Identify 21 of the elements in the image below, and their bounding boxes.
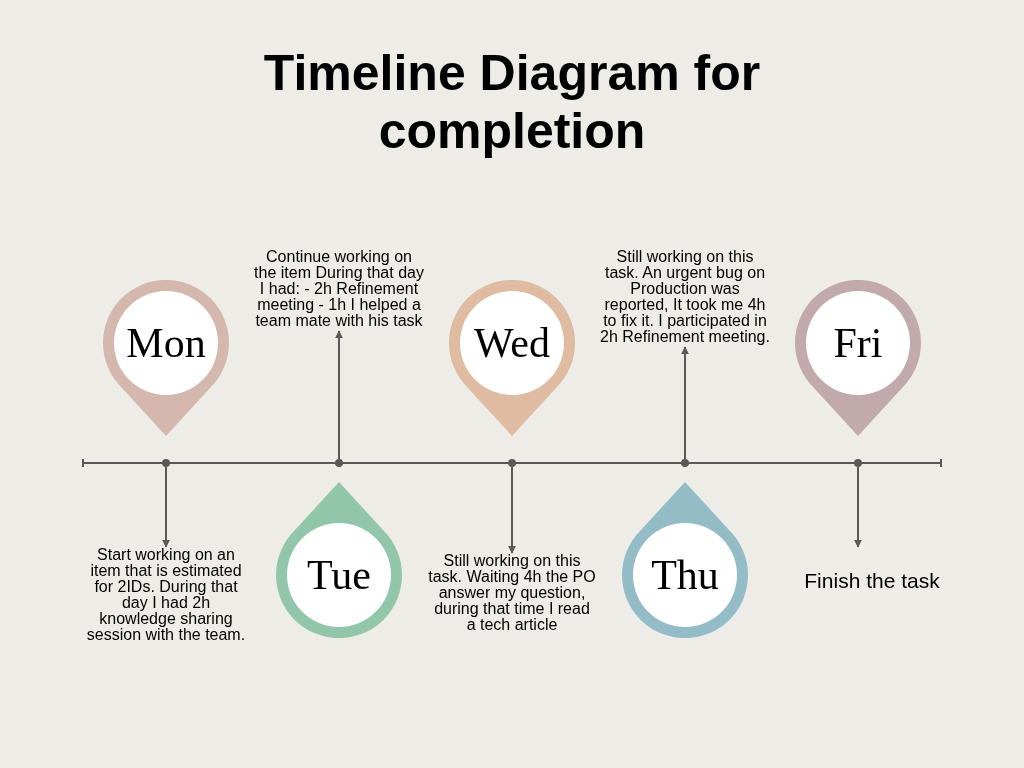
day-label: Tue bbox=[307, 553, 371, 597]
day-label: Fri bbox=[833, 321, 883, 365]
arrow bbox=[335, 330, 343, 460]
pin-marker bbox=[621, 482, 749, 638]
description-text: Finish the task bbox=[804, 569, 940, 593]
arrow bbox=[508, 466, 516, 554]
description-text: Continue working on the item During that day I had: - 2h Refinement meeting - 1h I helped a team mate with his task bbox=[254, 249, 424, 329]
day-label: Wed bbox=[474, 321, 550, 365]
description-text: Still working on this task. Waiting 4h the PO answer my question, during that time I read a tech article bbox=[428, 553, 596, 633]
day-label: Mon bbox=[126, 321, 206, 365]
pin-marker bbox=[448, 280, 576, 436]
arrow bbox=[162, 466, 170, 548]
description-text: Start working on an item that is estimated for 2IDs. During that day I had 2h knowledge sharing session with the team. bbox=[85, 547, 247, 643]
arrow bbox=[854, 466, 862, 548]
pin-marker bbox=[794, 280, 922, 436]
day-label: Thu bbox=[651, 553, 719, 597]
diagram-title: Timeline Diagram for completion bbox=[262, 44, 762, 160]
pin-marker bbox=[275, 482, 403, 638]
arrow bbox=[681, 346, 689, 460]
pin-marker bbox=[102, 280, 230, 436]
description-text: Still working on this task. An urgent bug on Production was reported, It took me 4h to fix it. I participated in 2h Refinement meeting. bbox=[600, 249, 770, 345]
